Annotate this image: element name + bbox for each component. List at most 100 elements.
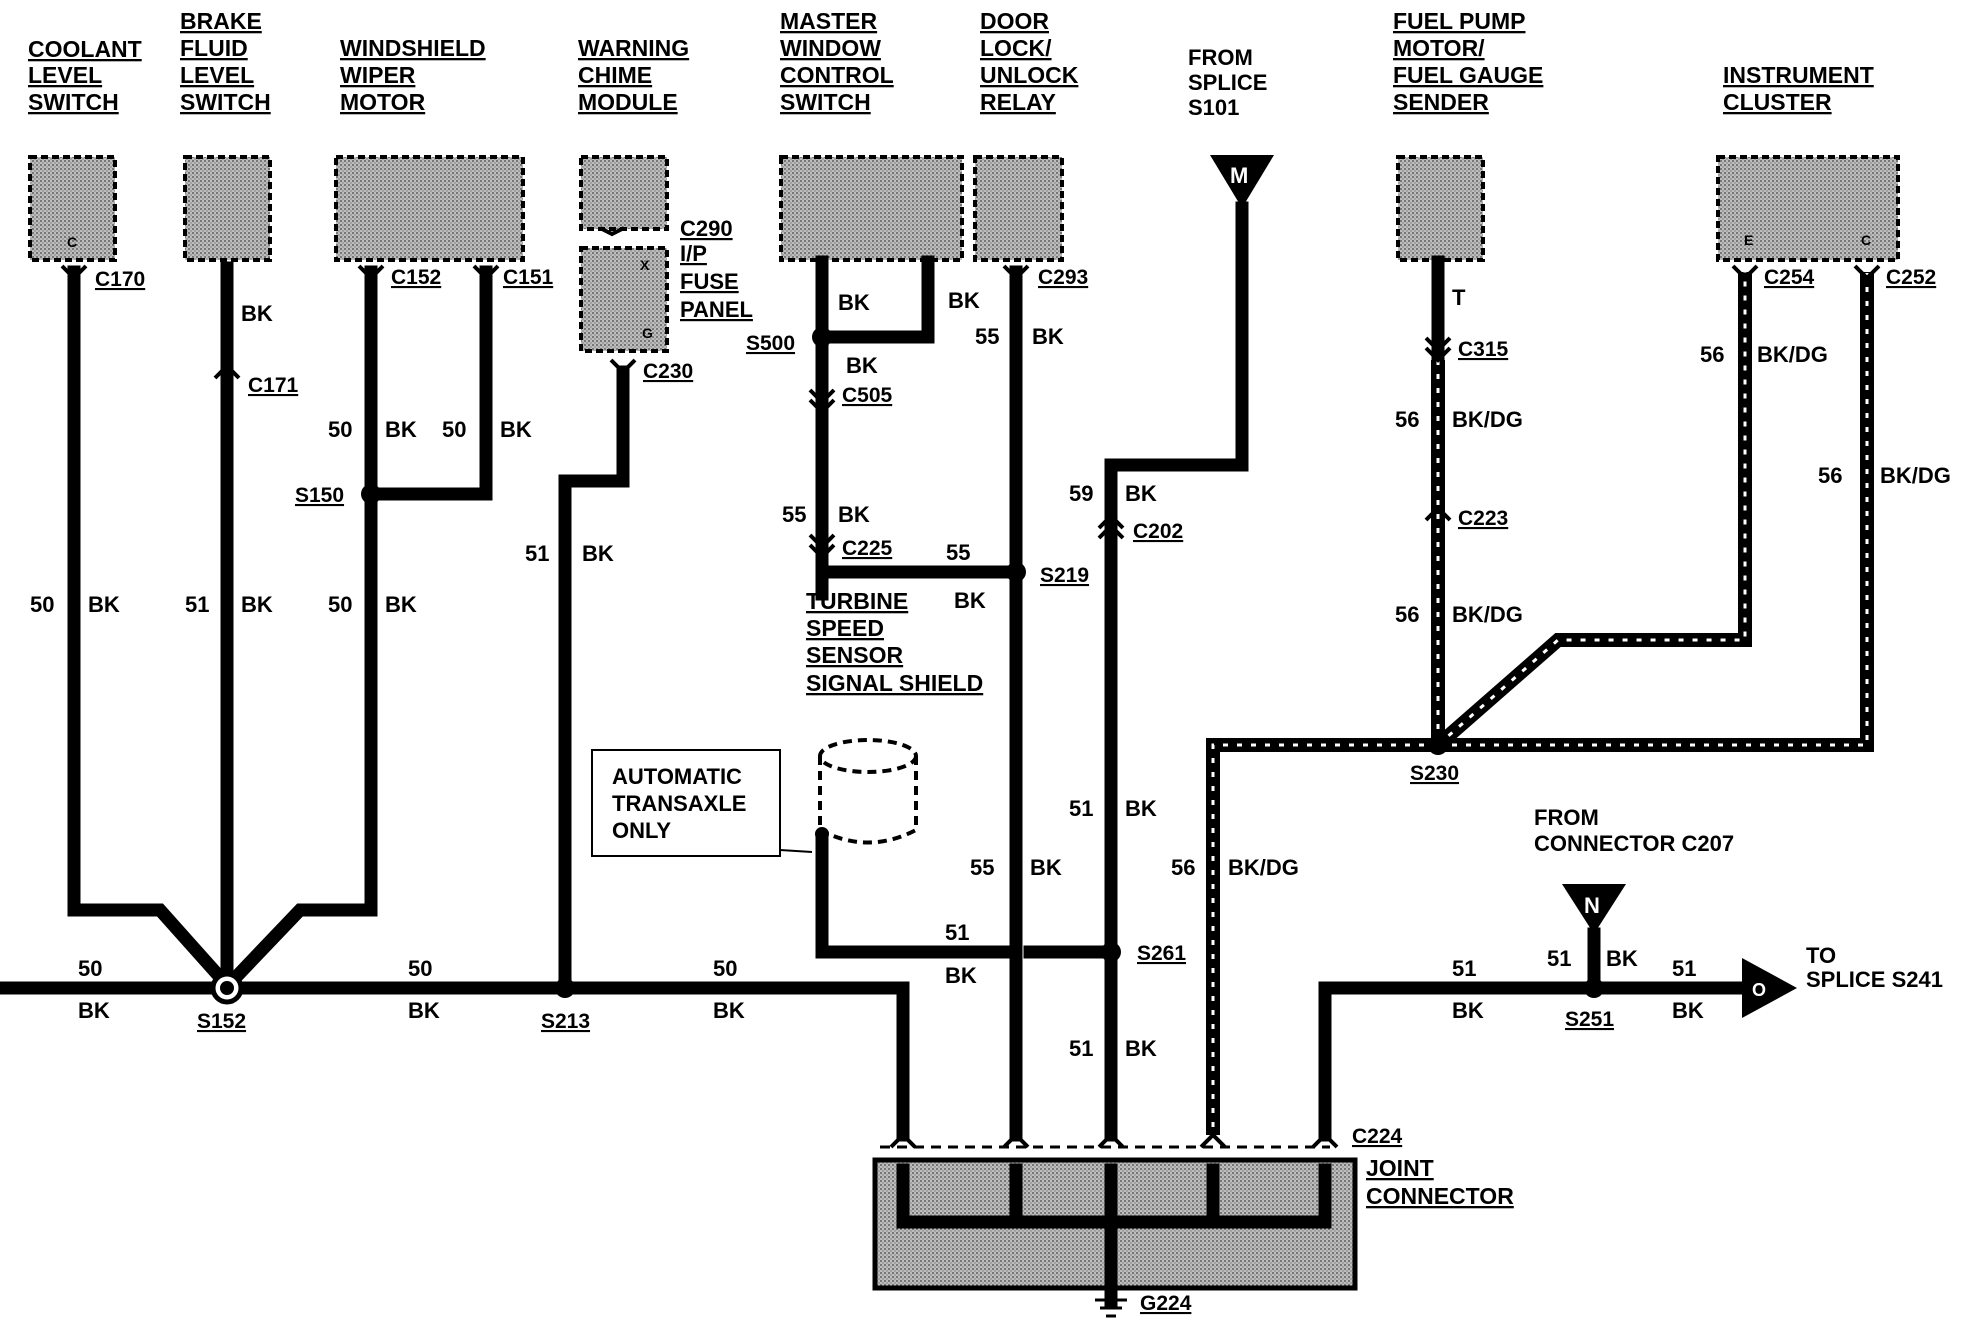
svg-text:C315: C315 xyxy=(1458,338,1509,361)
svg-text:FLUID: FLUID xyxy=(180,35,248,61)
svg-text:S150: S150 xyxy=(295,484,344,507)
windshield-wiper-motor-title: WINDSHIELD WIPER MOTOR xyxy=(340,35,486,115)
svg-text:ONLY: ONLY xyxy=(612,818,671,843)
wires-black xyxy=(0,201,1749,1142)
joint-connector-label: C224 JOINT CONNECTOR xyxy=(1352,1125,1514,1209)
svg-text:51: 51 xyxy=(525,541,549,566)
svg-text:BK: BK xyxy=(1030,855,1062,880)
warning-chime-module-title: WARNING CHIME MODULE xyxy=(578,35,689,115)
svg-text:C230: C230 xyxy=(643,360,693,383)
splice-points xyxy=(210,327,1604,1005)
svg-text:56: 56 xyxy=(1395,407,1419,432)
svg-text:WINDOW: WINDOW xyxy=(780,35,881,61)
wire-code-labels: 50 BK BK 51 BK 50 BK 50 BK 50 BK 51 BK B… xyxy=(30,285,1951,1061)
svg-text:BK: BK xyxy=(1606,946,1638,971)
svg-text:M: M xyxy=(1230,163,1248,188)
svg-text:BK: BK xyxy=(88,592,120,617)
svg-text:51: 51 xyxy=(1069,1036,1093,1061)
svg-text:WARNING: WARNING xyxy=(578,35,689,61)
fuel-sender-box xyxy=(1396,155,1485,262)
turbine-speed-sensor-label: TURBINE SPEED SENSOR SIGNAL SHIELD xyxy=(806,588,983,696)
svg-text:S219: S219 xyxy=(1040,564,1089,587)
connector-c207-triangle: N xyxy=(1562,884,1626,934)
svg-text:50: 50 xyxy=(30,592,54,617)
fuse-panel-box xyxy=(579,246,669,353)
svg-text:BK: BK xyxy=(838,290,870,315)
svg-text:BK: BK xyxy=(408,998,440,1023)
svg-text:RELAY: RELAY xyxy=(980,89,1056,115)
coolant-switch-box xyxy=(28,155,117,262)
svg-text:MODULE: MODULE xyxy=(578,89,678,115)
joint-internal-bus xyxy=(896,1163,1332,1307)
from-splice-s101-title: FROM SPLICE S101 xyxy=(1188,45,1267,120)
ip-fuse-panel-label: C290 I/P FUSE PANEL xyxy=(680,216,753,322)
svg-text:S500: S500 xyxy=(746,332,795,355)
svg-text:S152: S152 xyxy=(197,1010,246,1033)
svg-text:CHIME: CHIME xyxy=(578,62,652,88)
svg-text:C224: C224 xyxy=(1352,1125,1403,1148)
svg-text:CONTROL: CONTROL xyxy=(780,62,894,88)
svg-text:C170: C170 xyxy=(95,268,145,291)
svg-text:BRAKE: BRAKE xyxy=(180,8,262,34)
svg-text:BK: BK xyxy=(1032,324,1064,349)
svg-text:C171: C171 xyxy=(248,374,299,397)
svg-text:SWITCH: SWITCH xyxy=(180,89,271,115)
svg-text:C225: C225 xyxy=(842,537,893,560)
pin-g-label: G xyxy=(642,325,653,341)
svg-text:50: 50 xyxy=(78,956,102,981)
pin-c-label: C xyxy=(67,234,77,250)
ground-g224-label: G224 xyxy=(1140,1292,1192,1315)
svg-text:TO: TO xyxy=(1806,943,1836,968)
svg-text:50: 50 xyxy=(408,956,432,981)
svg-text:C223: C223 xyxy=(1458,507,1508,530)
svg-text:UNLOCK: UNLOCK xyxy=(980,62,1079,88)
svg-text:C293: C293 xyxy=(1038,266,1088,289)
svg-text:BK: BK xyxy=(954,588,986,613)
svg-text:BK: BK xyxy=(948,288,980,313)
coolant-level-switch-title: COOLANT LEVEL SWITCH xyxy=(28,36,142,115)
svg-text:BK: BK xyxy=(582,541,614,566)
wires-black-dark-green xyxy=(1206,272,1874,1135)
svg-text:C152: C152 xyxy=(391,266,441,289)
brake-fluid-level-switch-title: BRAKE FLUID LEVEL SWITCH xyxy=(180,8,271,115)
svg-text:AUTOMATIC: AUTOMATIC xyxy=(612,764,742,789)
svg-text:T: T xyxy=(1452,285,1466,310)
svg-text:56: 56 xyxy=(1395,602,1419,627)
svg-text:LEVEL: LEVEL xyxy=(180,62,254,88)
svg-text:MOTOR: MOTOR xyxy=(340,89,426,115)
svg-text:PANEL: PANEL xyxy=(680,297,753,322)
svg-text:CONNECTOR C207: CONNECTOR C207 xyxy=(1534,831,1734,856)
svg-text:C202: C202 xyxy=(1133,520,1183,543)
svg-text:51: 51 xyxy=(185,592,209,617)
svg-text:50: 50 xyxy=(442,417,466,442)
svg-text:N: N xyxy=(1584,893,1600,918)
svg-text:SWITCH: SWITCH xyxy=(28,89,119,115)
note-leader xyxy=(779,849,813,853)
svg-text:55: 55 xyxy=(975,324,999,349)
svg-text:LOCK/: LOCK/ xyxy=(980,35,1052,61)
chime-module-box xyxy=(579,155,669,231)
svg-text:TRANSAXLE: TRANSAXLE xyxy=(612,791,746,816)
svg-text:C151: C151 xyxy=(503,266,554,289)
svg-text:MOTOR/: MOTOR/ xyxy=(1393,35,1485,61)
svg-text:50: 50 xyxy=(713,956,737,981)
auto-transaxle-note-box xyxy=(591,749,781,857)
svg-text:S101: S101 xyxy=(1188,95,1239,120)
from-connector-c207-label: FROM CONNECTOR C207 xyxy=(1534,805,1734,856)
svg-text:S213: S213 xyxy=(541,1010,590,1033)
svg-text:BK: BK xyxy=(1125,481,1157,506)
svg-text:BK: BK xyxy=(846,353,878,378)
svg-text:SIGNAL SHIELD: SIGNAL SHIELD xyxy=(806,670,983,696)
svg-text:BK: BK xyxy=(713,998,745,1023)
svg-text:SPLICE: SPLICE xyxy=(1188,70,1267,95)
to-splice-arrow: O xyxy=(1742,958,1797,1018)
svg-text:51: 51 xyxy=(945,920,969,945)
svg-text:BK/DG: BK/DG xyxy=(1880,463,1951,488)
svg-text:56: 56 xyxy=(1818,463,1842,488)
svg-text:BK: BK xyxy=(838,502,870,527)
svg-text:SPEED: SPEED xyxy=(806,615,884,641)
svg-text:FROM: FROM xyxy=(1188,45,1253,70)
pin-c2-label: C xyxy=(1861,232,1871,248)
svg-text:55: 55 xyxy=(970,855,994,880)
